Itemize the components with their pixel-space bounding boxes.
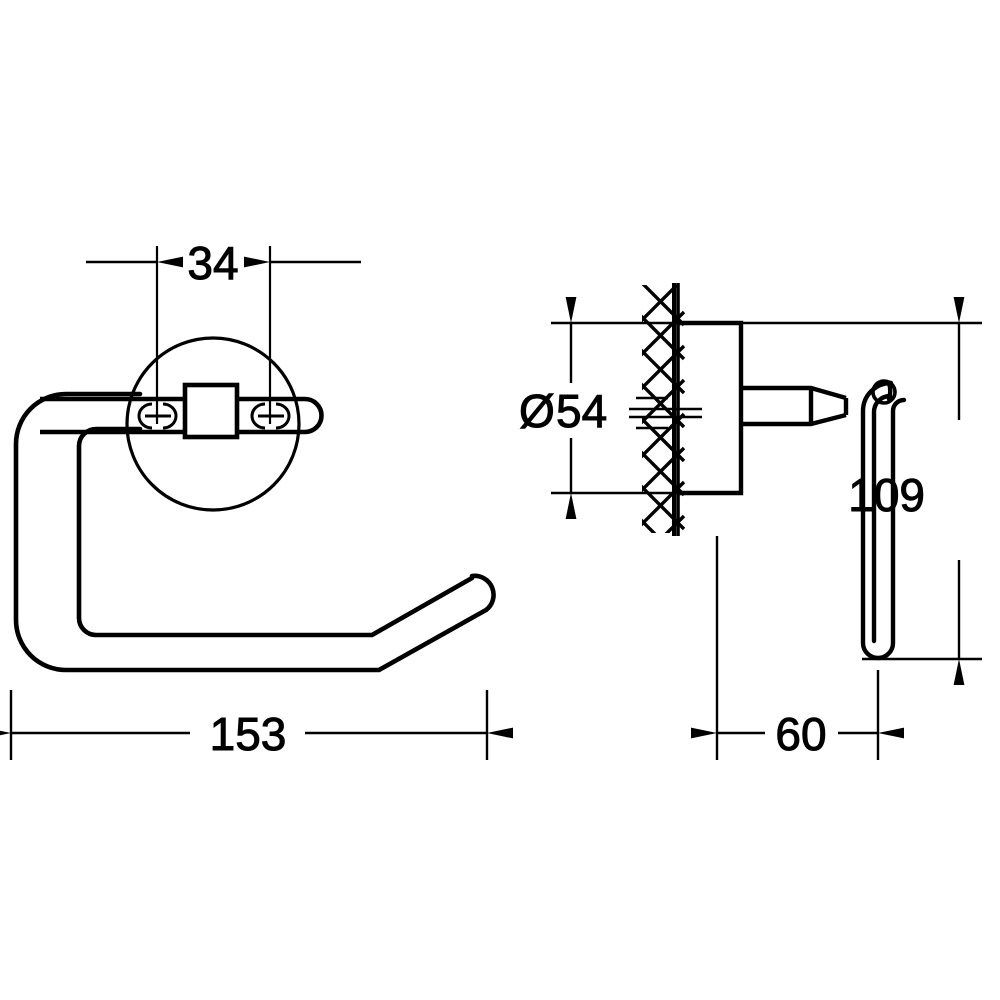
screw-arc-right bbox=[275, 402, 291, 430]
dimension-153: 153 bbox=[0, 690, 513, 761]
hanging-ring-joint-arc bbox=[886, 380, 893, 402]
arm-stem bbox=[741, 385, 849, 427]
mounting-bar-right-cap bbox=[304, 396, 324, 435]
hanging-ring-pivot bbox=[871, 379, 897, 405]
dimension-60: 60 bbox=[691, 536, 904, 761]
front-view-extension-lines bbox=[155, 246, 272, 424]
c-body-inner-contour bbox=[76, 426, 475, 638]
dimension-34: 34 bbox=[86, 237, 361, 290]
dim-54-label: 54 bbox=[556, 385, 607, 437]
dim-60-label: 60 bbox=[775, 708, 826, 760]
fixing-screw-symbol-left bbox=[137, 402, 178, 430]
wall-hatching bbox=[642, 285, 686, 533]
wall-rosette-circle bbox=[125, 336, 301, 512]
centre-line-marks bbox=[629, 396, 702, 430]
c-body-outer-contour bbox=[13, 391, 496, 673]
front-view: 34 153 bbox=[0, 237, 513, 761]
screw-arc-left bbox=[250, 402, 266, 430]
screw-arc-left bbox=[137, 402, 153, 430]
dimension-109: 109 bbox=[700, 297, 982, 685]
dim-34-label: 34 bbox=[187, 237, 238, 289]
dim-54-diameter-symbol: Ø bbox=[519, 385, 555, 437]
fixing-screw-symbol-right bbox=[250, 402, 291, 430]
dimension-54: Ø 54 bbox=[519, 297, 700, 519]
dim-109-label: 109 bbox=[848, 469, 925, 521]
centre-clamp-block bbox=[182, 382, 240, 440]
dim-153-label: 153 bbox=[210, 708, 287, 760]
side-view: Ø 54 109 60 bbox=[519, 283, 982, 761]
screw-arc-right bbox=[162, 402, 178, 430]
